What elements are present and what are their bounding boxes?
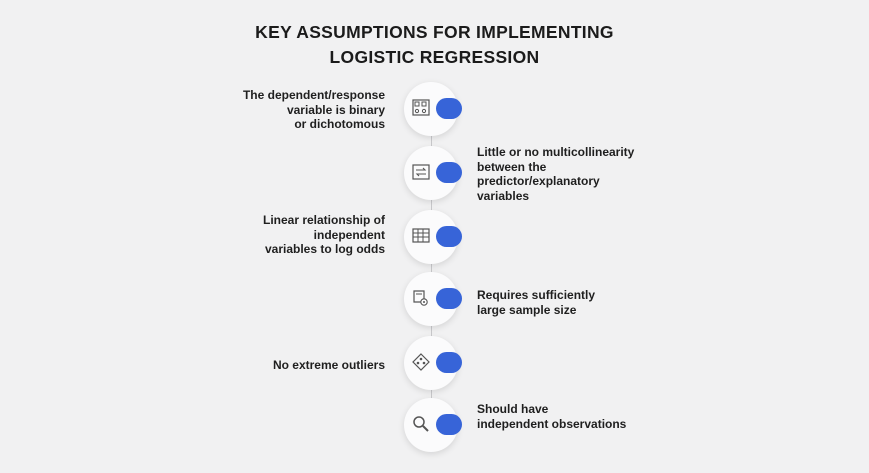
assumption-node-2 <box>404 146 462 200</box>
assumption-label-6: Should have independent observations <box>477 402 627 431</box>
outlier-diamond-icon <box>412 353 430 371</box>
toggle-pill <box>436 226 462 247</box>
assumption-node-4 <box>404 272 462 326</box>
toggle-pill <box>436 98 462 119</box>
timeline-connector <box>431 100 432 430</box>
assumption-node-1 <box>404 82 462 136</box>
assumption-node-5 <box>404 336 462 390</box>
assumption-label-2: Little or no multicollinearity between t… <box>477 145 635 203</box>
data-table-icon <box>412 228 430 243</box>
page-title: KEY ASSUMPTIONS FOR IMPLEMENTING LOGISTI… <box>0 20 869 70</box>
assumption-node-3 <box>404 210 462 264</box>
title-line-2: LOGISTIC REGRESSION <box>329 47 540 67</box>
assumption-label-4: Requires sufficiently large sample size <box>477 288 596 317</box>
toggle-pill <box>436 162 462 183</box>
arrows-exchange-icon <box>412 164 430 180</box>
grid-chart-icon <box>412 99 430 116</box>
assumption-label-1: The dependent/response variable is binar… <box>242 88 385 131</box>
assumption-node-6 <box>404 398 462 452</box>
toggle-pill <box>436 352 462 373</box>
title-line-1: KEY ASSUMPTIONS FOR IMPLEMENTING <box>255 22 614 42</box>
assumption-label-3: Linear relationship of independent varia… <box>262 213 385 256</box>
toggle-pill <box>436 288 462 309</box>
magnifier-icon <box>413 416 429 432</box>
document-gear-icon <box>413 290 428 306</box>
assumption-label-5: No extreme outliers <box>272 358 385 372</box>
toggle-pill <box>436 414 462 435</box>
